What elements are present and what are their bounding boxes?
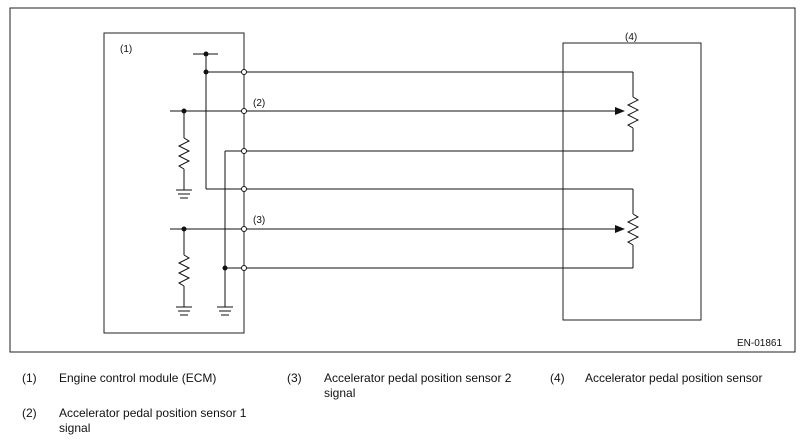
sensor-label: (4) [625, 32, 637, 43]
ecm-label: (1) [120, 44, 132, 55]
legend-number: (4) [550, 371, 565, 385]
signal1-label: (2) [253, 98, 265, 109]
sensor-box [562, 42, 702, 321]
wiring-diagram: (1) (4) [9, 7, 796, 353]
legend-number: (1) [22, 371, 37, 385]
ecm-box [103, 32, 245, 334]
legend-text: Engine control module (ECM) [59, 371, 217, 385]
signal2-label: (3) [253, 215, 265, 226]
sensor2-resistor [626, 213, 640, 246]
legend-text: Accelerator pedal position sensor [585, 371, 763, 385]
legend-text: Accelerator pedal position sensor 2 sign… [324, 371, 512, 400]
legend-number: (3) [287, 371, 302, 385]
sensor1-resistor [626, 96, 640, 129]
legend-text: Accelerator pedal position sensor 1 sign… [59, 406, 247, 435]
diagram-code: EN-01861 [737, 338, 782, 349]
legend-number: (2) [22, 406, 37, 420]
diagram-frame [9, 7, 796, 353]
